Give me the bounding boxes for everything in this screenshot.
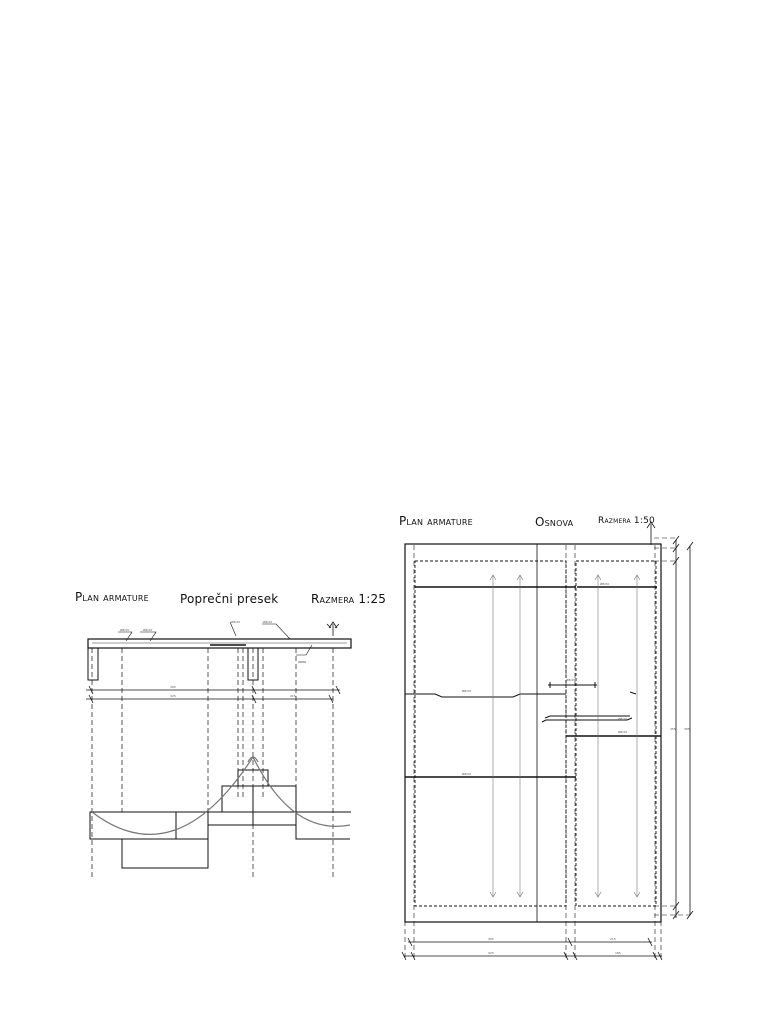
north-arrow-icon: [326, 621, 340, 636]
svg-text:Ø8/20: Ø8/20: [462, 688, 471, 693]
svg-text:Ø8/20: Ø8/20: [231, 619, 240, 624]
floor-plan: 355 385 305 215 325 185 Ø8/20 Ø8/20 Ø8/2…: [401, 521, 694, 961]
right-scale: Razmera 1:50: [598, 516, 655, 526]
right-subtitle: Osnova: [535, 515, 574, 529]
svg-text:305: 305: [170, 685, 176, 689]
svg-text:325: 325: [170, 694, 176, 698]
left-title: Plan armature: [75, 590, 149, 604]
svg-text:385: 385: [684, 727, 690, 731]
svg-text:Ø8/20: Ø8/20: [618, 729, 627, 734]
svg-text:Ø8/20: Ø8/20: [263, 619, 272, 624]
right-title: Plan armature: [399, 514, 473, 528]
north-arrow-icon: [646, 521, 656, 545]
svg-text:Ø8/20: Ø8/20: [618, 716, 627, 721]
svg-text:325: 325: [488, 951, 494, 955]
left-subtitle: Poprečni presek: [180, 592, 279, 606]
cross-section: Ø8/20 Ø8/20 Ø8/20 Ø8/20 305 325 215: [86, 619, 352, 880]
svg-text:Ø8/20: Ø8/20: [600, 581, 609, 586]
svg-text:Ø8/20: Ø8/20: [566, 677, 575, 682]
left-scale: Razmera 1:25: [311, 592, 387, 606]
svg-text:Ø8/20: Ø8/20: [120, 627, 129, 632]
svg-text:Ø8/20: Ø8/20: [462, 771, 471, 776]
svg-text:215: 215: [290, 694, 296, 698]
svg-text:215: 215: [610, 937, 616, 941]
svg-text:Ø8/20: Ø8/20: [143, 627, 152, 632]
svg-text:185: 185: [615, 951, 621, 955]
svg-text:305: 305: [488, 937, 494, 941]
svg-text:355: 355: [670, 727, 676, 731]
